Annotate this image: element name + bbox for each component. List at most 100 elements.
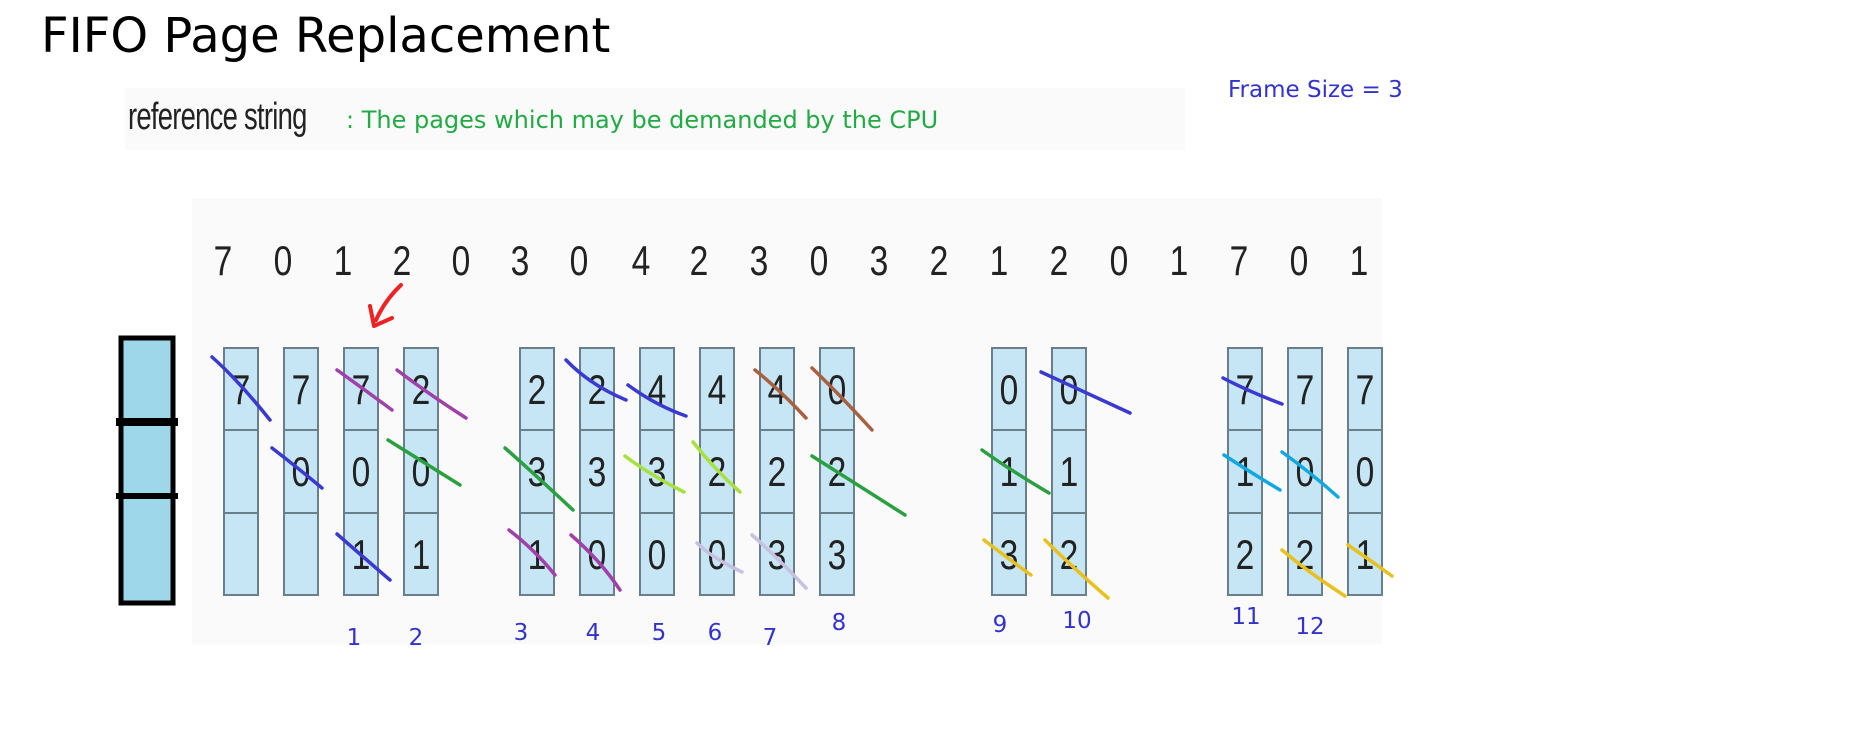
reference-string-item: 0	[570, 239, 589, 285]
strike-mark	[1043, 538, 1110, 600]
strike-mark	[1280, 450, 1340, 499]
strike-mark	[750, 533, 808, 590]
strike-mark	[507, 528, 557, 577]
fault-number: 7	[763, 625, 778, 651]
frame-cell-value: 3	[768, 533, 787, 579]
strike-mark	[564, 358, 628, 402]
memory-block-body	[118, 335, 176, 606]
strike-mark	[695, 541, 744, 574]
frame-cell-value: 1	[1060, 450, 1079, 496]
strike-mark	[980, 448, 1051, 495]
memory-block-icon	[116, 335, 178, 606]
frame-cell-value: 0	[412, 450, 431, 496]
frame-column-body	[699, 347, 735, 596]
fault-number: 8	[832, 610, 847, 636]
frame-cell-value: 1	[1000, 450, 1019, 496]
reference-string-item: 7	[214, 239, 233, 285]
frame-cell-value: 0	[1356, 450, 1375, 496]
frame-cell-value: 2	[768, 450, 787, 496]
reference-string-item: 0	[452, 239, 471, 285]
fault-number: 1	[347, 625, 362, 651]
reference-string-term: reference string	[128, 96, 307, 138]
strike-mark	[1346, 543, 1394, 578]
strike-mark	[753, 368, 808, 420]
frame-cell-value: 4	[708, 368, 727, 414]
frame-cell-value: 7	[1236, 368, 1255, 414]
reference-string-item: 2	[393, 239, 412, 285]
frame-cell-value: 2	[1296, 533, 1315, 579]
frame-cell-value: 2	[528, 368, 547, 414]
fault-number: 2	[409, 625, 424, 651]
strike-mark	[335, 368, 394, 412]
strike-mark	[569, 533, 622, 592]
frame-cell-value: 0	[352, 450, 371, 496]
reference-string-item: 3	[511, 239, 530, 285]
strike-mark	[810, 366, 874, 432]
frame-column: 230	[579, 347, 615, 596]
reference-string-item: 0	[1110, 239, 1129, 285]
frame-cell-value: 7	[1356, 368, 1375, 414]
fault-number: 4	[586, 620, 601, 646]
strike-mark	[691, 440, 742, 494]
strike-mark	[626, 383, 688, 418]
strike-mark	[395, 368, 468, 420]
frame-cell-value: 3	[828, 533, 847, 579]
frame-cell-value: 1	[412, 533, 431, 579]
reference-string-item: 0	[274, 239, 293, 285]
frame-cell-value: 7	[1296, 368, 1315, 414]
reference-string-item: 3	[750, 239, 769, 285]
replacement-strikes	[210, 355, 1394, 600]
frame-column: 013	[991, 347, 1027, 596]
frame-cell-value: 2	[412, 368, 431, 414]
frame-cell-value: 3	[528, 450, 547, 496]
reference-string-item: 2	[930, 239, 949, 285]
reference-string-item: 3	[870, 239, 889, 285]
reference-string-item: 2	[690, 239, 709, 285]
fault-number: 9	[993, 612, 1008, 638]
frame-cell-value: 0	[1060, 368, 1079, 414]
reference-string-item: 0	[810, 239, 829, 285]
page-title: FIFO Page Replacement	[41, 8, 611, 64]
strike-mark	[810, 454, 907, 517]
frame-column: 701	[1347, 347, 1383, 596]
frame-column: 712	[1227, 347, 1263, 596]
fault-number: 10	[1062, 608, 1091, 634]
reference-string-item: 1	[990, 239, 1009, 285]
reference-string-item: 0	[1290, 239, 1309, 285]
frame-cell-value: 7	[352, 368, 371, 414]
reference-string-item: 1	[1350, 239, 1369, 285]
strike-mark	[1222, 453, 1282, 492]
strike-mark	[1039, 370, 1132, 415]
strike-mark	[623, 454, 686, 494]
frame-column: 231	[519, 347, 555, 596]
strike-mark	[1280, 548, 1347, 598]
reference-string-item: 1	[1170, 239, 1189, 285]
reference-string-banner	[125, 88, 1185, 150]
reference-string-definition: : The pages which may be demanded by the…	[346, 106, 939, 134]
strike-mark	[1221, 376, 1284, 406]
frame-cell-value: 0	[648, 533, 667, 579]
strike-mark	[982, 538, 1033, 577]
frame-column: 7	[223, 347, 259, 596]
strike-mark	[335, 532, 392, 582]
frame-column-body	[991, 347, 1027, 596]
frame-column-body	[579, 347, 615, 596]
strike-mark	[503, 446, 575, 512]
reference-string-item: 1	[334, 239, 353, 285]
frame-cell-value: 7	[292, 368, 311, 414]
frame-cell-value: 3	[1000, 533, 1019, 579]
fault-number: 3	[514, 620, 529, 646]
current-reference-arrow-icon	[368, 283, 403, 328]
fault-number: 6	[708, 620, 723, 646]
reference-string-item: 4	[632, 239, 651, 285]
frame-cell-value: 2	[708, 450, 727, 496]
frame-column-body	[1347, 347, 1383, 596]
frame-cell-value: 1	[1236, 450, 1255, 496]
frame-cell-value: 3	[588, 450, 607, 496]
fault-number: 11	[1231, 604, 1260, 630]
frame-column: 701	[343, 347, 379, 596]
frame-cell-value: 0	[708, 533, 727, 579]
